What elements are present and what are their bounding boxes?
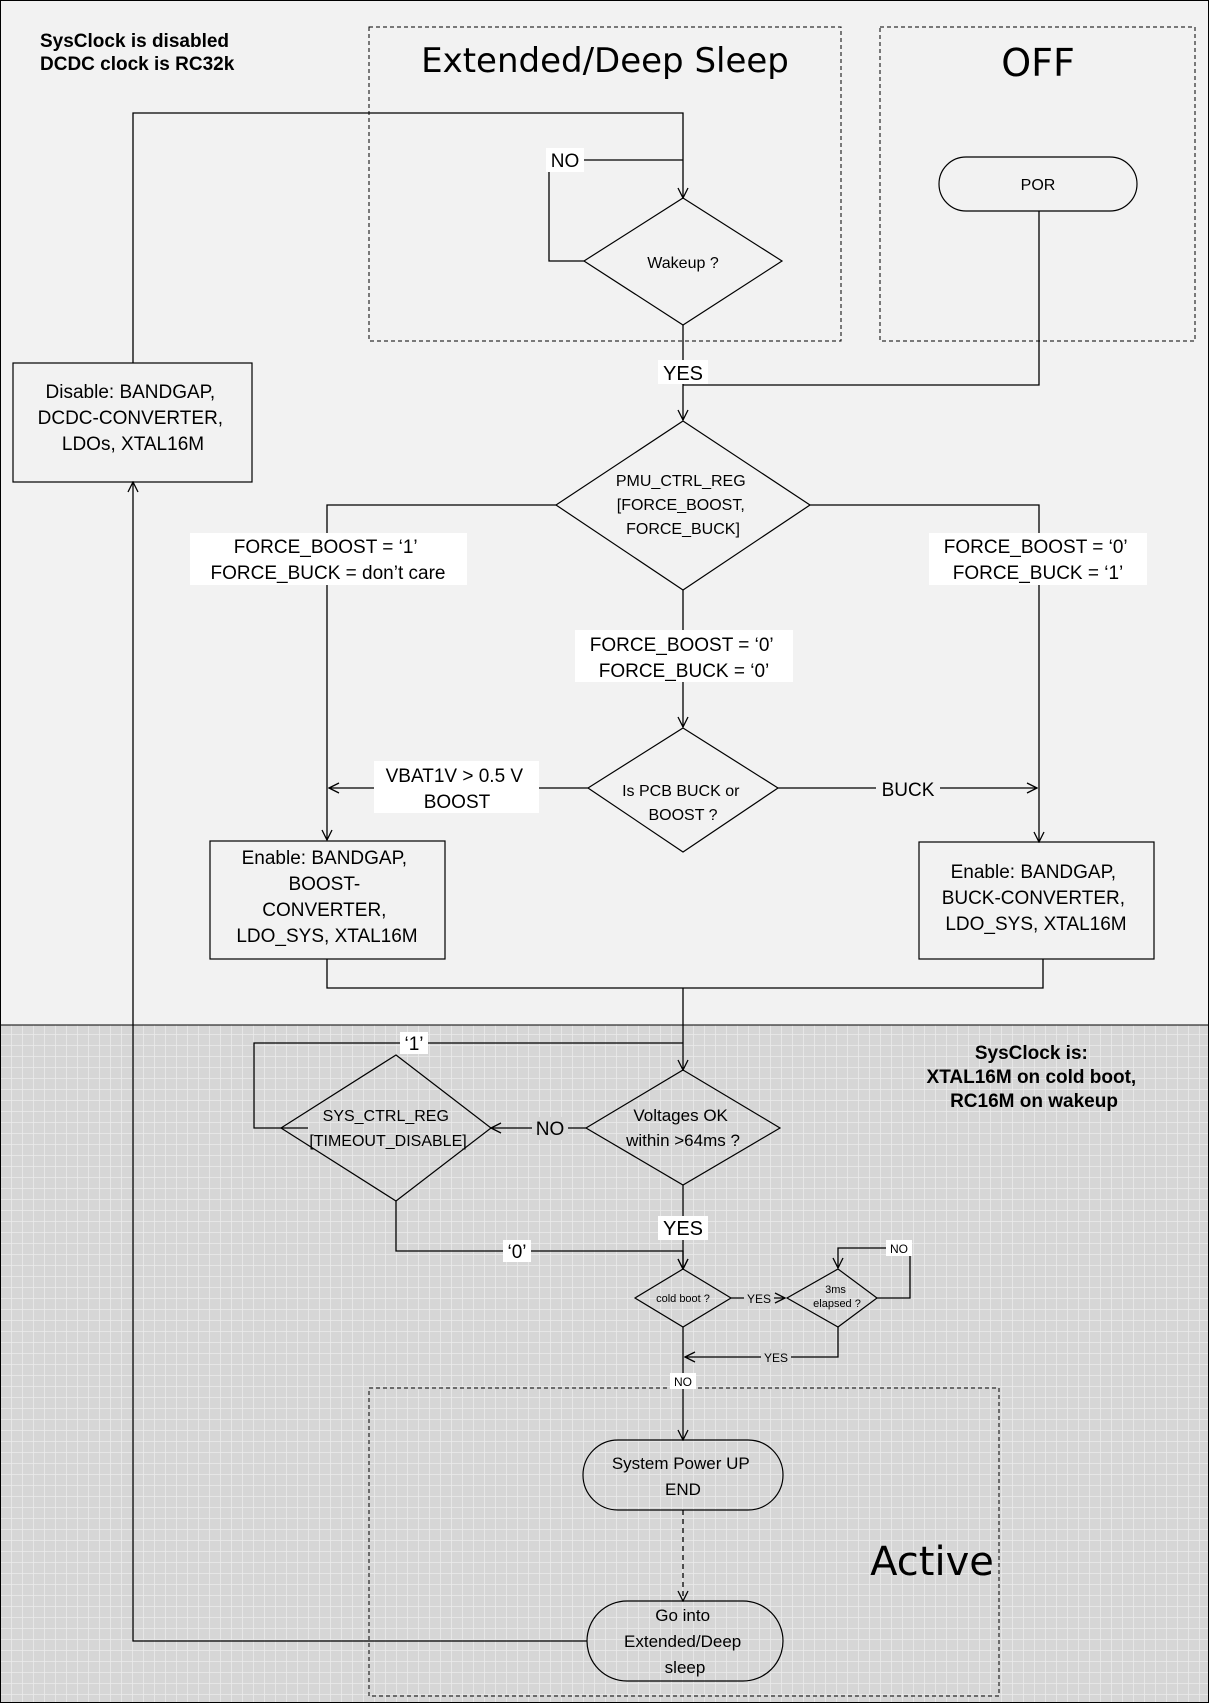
voltages-label: Voltages OK within >64ms ?	[625, 1106, 740, 1150]
sys-ctrl-decision	[279, 1054, 492, 1202]
yes-cold-label: YES	[747, 1292, 771, 1306]
no-wakeup-label: NO	[551, 151, 580, 172]
power-up-terminator	[582, 1439, 784, 1511]
force-buck-1-bg	[929, 533, 1147, 585]
enable-boost-box	[209, 840, 446, 960]
zero-label: ‘0’	[507, 1242, 526, 1263]
pcb-label: Is PCB BUCK or BOOST ?	[622, 783, 744, 824]
one-label-bg	[400, 1032, 428, 1054]
yes-wakeup-label: YES	[663, 363, 703, 385]
buck-label-bg	[876, 777, 940, 801]
lower-grid-region	[0, 1024, 1209, 1703]
voltages-decision	[584, 1069, 782, 1186]
wakeup-label: Wakeup ?	[647, 255, 719, 272]
force-boost-1-label: FORCE_BOOST = ‘1’ FORCE_BUCK = don’t car…	[211, 537, 446, 584]
buck-merge	[683, 959, 1044, 989]
pcb-decision	[586, 727, 780, 853]
bottom-right-note: SysClock is: XTAL16M on cold boot, RC16M…	[927, 1043, 1142, 1112]
sleep-to-disable-arrow	[133, 482, 587, 1642]
por-terminator	[938, 156, 1138, 212]
off-zone	[879, 26, 1196, 342]
one-label: ‘1’	[404, 1034, 423, 1055]
top-left-note: SysClock is disabled DCDC clock is RC32k	[40, 31, 235, 75]
yes-voltages-label-bg	[658, 1216, 708, 1240]
boost-label-bg	[374, 761, 539, 813]
yes-voltages-label: YES	[663, 1218, 703, 1240]
pmu-ctrl-label: PMU_CTRL_REG [FORCE_BOOST, FORCE_BUCK]	[616, 473, 750, 538]
no-cold-label: NO	[674, 1375, 692, 1389]
off-zone-title: OFF	[1001, 41, 1075, 85]
wakeup-no-loop	[548, 159, 683, 262]
disable-to-wakeup-arrow	[132, 112, 683, 363]
cold-boot-decision	[633, 1268, 733, 1328]
sleep-zone-title: Extended/Deep Sleep	[421, 41, 789, 81]
sys-ctrl-label: SYS_CTRL_REG [TIMEOUT_DISABLE]	[309, 1108, 466, 1150]
active-zone-title: Active	[870, 1539, 994, 1585]
yes-elapsed-label: YES	[764, 1351, 788, 1365]
yes-cold-label-bg	[744, 1290, 774, 1306]
force-boost-1-bg	[190, 533, 467, 585]
enable-boost-label: Enable: BANDGAP, BOOST- CONVERTER, LDO_S…	[236, 848, 417, 947]
no-elapsed-label-bg	[886, 1240, 912, 1256]
pmu-ctrl-decision	[554, 420, 812, 591]
enable-buck-box	[918, 841, 1155, 960]
elapsed-yes-arrow	[685, 1327, 839, 1357]
por-label: POR	[1021, 177, 1056, 194]
boost-label: VBAT1V > 0.5 V BOOST	[386, 766, 529, 813]
enable-buck-label: Enable: BANDGAP, BUCK-CONVERTER, LDO_SYS…	[942, 862, 1131, 935]
power-up-label: System Power UP END	[612, 1454, 754, 1499]
disable-label: Disable: BANDGAP, DCDC-CONVERTER, LDOs, …	[38, 382, 229, 455]
cold-boot-label: cold boot ?	[656, 1293, 710, 1305]
pmu-left-branch	[327, 504, 556, 840]
yes-elapsed-label-bg	[761, 1349, 791, 1365]
buck-label: BUCK	[882, 780, 935, 801]
elapsed-decision	[785, 1268, 879, 1328]
no-cold-label-bg	[670, 1373, 696, 1389]
no-voltages-label-bg	[532, 1117, 568, 1140]
elapsed-label: 3ms elapsed ?	[813, 1284, 861, 1310]
no-voltages-label: NO	[536, 1119, 565, 1140]
zero-label-bg	[503, 1240, 531, 1262]
pmu-right-branch	[810, 504, 1039, 842]
force-both-0-label: FORCE_BOOST = ‘0’ FORCE_BUCK = ‘0’	[590, 635, 778, 682]
wakeup-decision	[582, 197, 784, 326]
no-wakeup-label-bg	[546, 148, 584, 172]
go-sleep-label: Go into Extended/Deep sleep	[624, 1606, 746, 1677]
no-elapsed-label: NO	[890, 1242, 908, 1256]
upper-region	[0, 0, 1209, 1026]
force-both-0-bg	[575, 630, 793, 682]
disable-box	[12, 362, 253, 483]
boost-merge	[326, 959, 683, 989]
por-to-pmu-arrow	[683, 211, 1040, 386]
go-sleep-terminator	[586, 1600, 784, 1682]
yes-wakeup-label-bg	[658, 360, 708, 384]
force-buck-1-label: FORCE_BOOST = ‘0’ FORCE_BUCK = ‘1’	[944, 537, 1132, 584]
sleep-zone	[368, 26, 842, 342]
